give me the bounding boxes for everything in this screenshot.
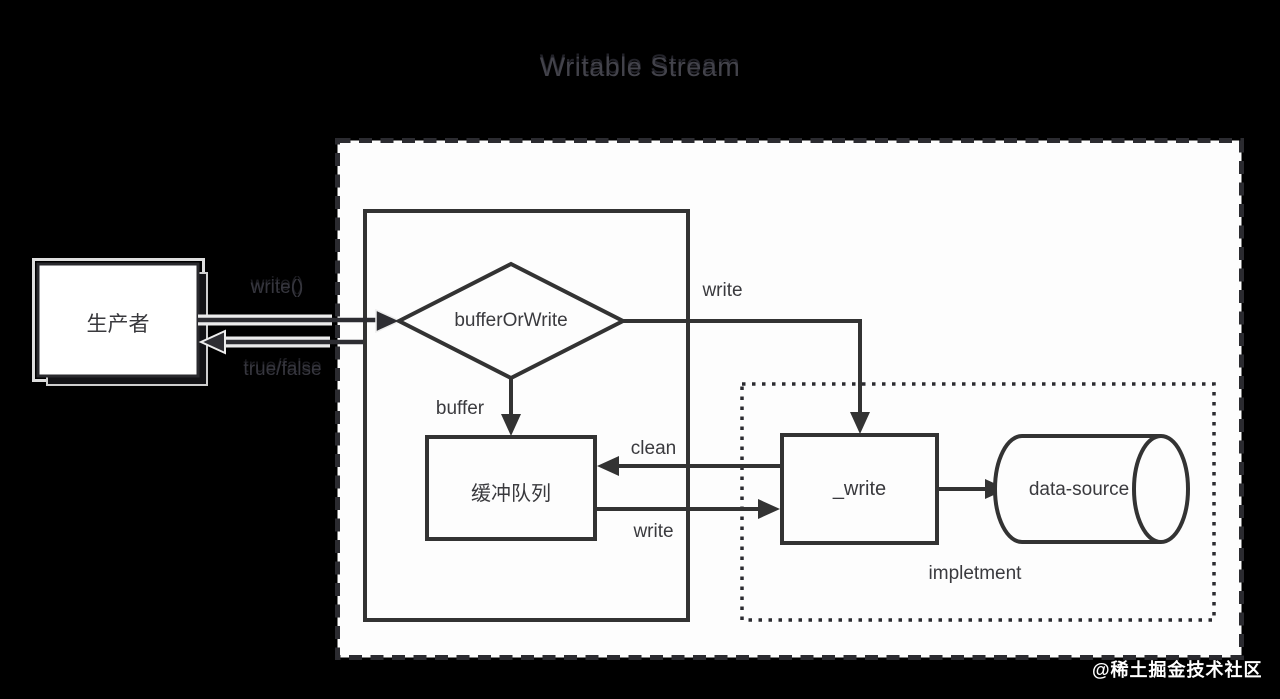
data-source-label: data-source [1028,479,1130,500]
clean-arrowhead [597,456,619,476]
clean-label: clean [630,438,677,459]
producer-box [36,262,200,378]
write-direct-arrowhead [850,412,870,434]
write-impl-label: _write [832,478,887,500]
data-source-cylinder-cap [1132,434,1190,544]
decision-label: bufferOrWrite [454,310,568,331]
return-value-label: true/false [243,359,322,380]
buffer-queue-label: 缓冲队列 [471,483,551,505]
producer-label: 生产者 [86,313,150,336]
buffer-arrowhead [501,414,521,436]
buffer-logic-rect [363,209,690,622]
write-flush-label: write [633,521,674,542]
stream-dashed-container [335,138,1244,660]
write-impl-box [780,433,939,545]
implement-zone-label: impletment [928,563,1022,584]
write-direct-arrow-line [623,319,862,422]
diagram-title: Writable Stream [539,52,741,82]
buffer-queue-box [425,435,597,541]
return-arrowhead [198,329,226,355]
write-flush-arrowhead [758,499,780,519]
write-direct-label: write [702,280,743,301]
buffer-label: buffer [435,398,485,419]
watermark: @稀土掘金技术社区 [1092,660,1263,680]
implement-dotted-container [740,382,1216,622]
write-call-label: write() [250,277,304,298]
write-call-arrowhead [375,308,402,334]
data-source-cylinder-body [993,434,1161,544]
